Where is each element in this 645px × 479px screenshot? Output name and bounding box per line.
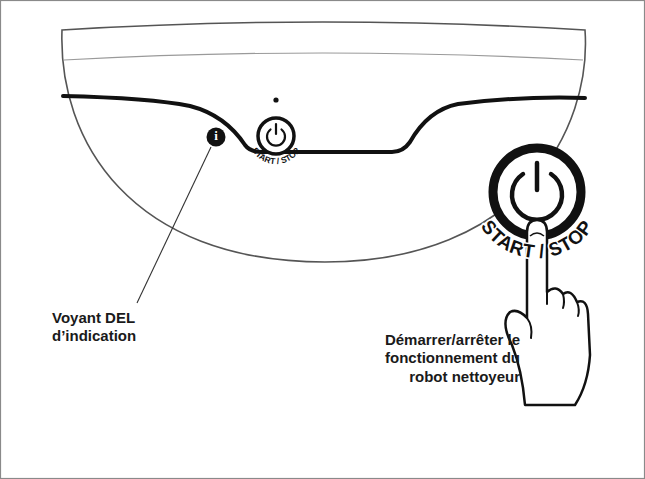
start-stop-button <box>258 118 294 154</box>
hand-detail <box>527 292 579 338</box>
button-label-large: START / STOP <box>477 216 597 262</box>
info-symbol: i <box>207 127 225 145</box>
indicator-dot <box>273 97 278 102</box>
callout-label: Voyant DEL d’indication <box>52 309 172 346</box>
button-label: START / STOP <box>250 145 302 166</box>
led-indicator <box>207 128 226 147</box>
fingernail <box>530 233 544 236</box>
leader-line <box>137 147 211 303</box>
robot-panel <box>62 22 586 262</box>
panel-groove <box>63 96 585 152</box>
panel-edge <box>64 53 583 60</box>
power-symbol <box>275 124 277 134</box>
callout-label: Démarrer/arrêter le fonctionnement du ro… <box>352 331 520 386</box>
power-symbol <box>535 163 540 190</box>
